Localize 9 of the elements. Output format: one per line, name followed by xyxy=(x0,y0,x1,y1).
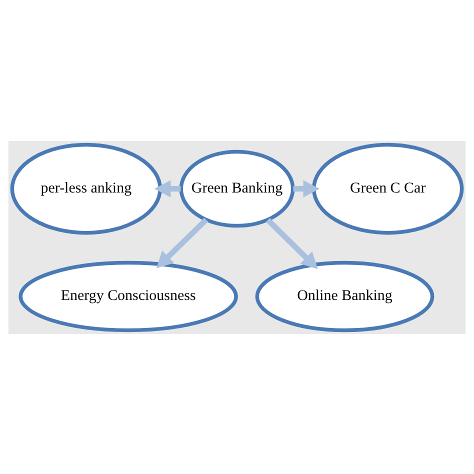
node-ellipse: Energy Consciousness xyxy=(18,260,238,332)
node-ellipse: Online Banking xyxy=(255,260,434,332)
arrow xyxy=(156,217,208,268)
node-ellipse: per-less anking xyxy=(10,142,162,234)
arrow xyxy=(154,180,181,197)
arrow xyxy=(293,180,320,197)
node-ellipse: Green Banking xyxy=(179,149,295,228)
node-ellipse: Green C Car xyxy=(312,142,464,234)
arrow xyxy=(266,218,318,269)
